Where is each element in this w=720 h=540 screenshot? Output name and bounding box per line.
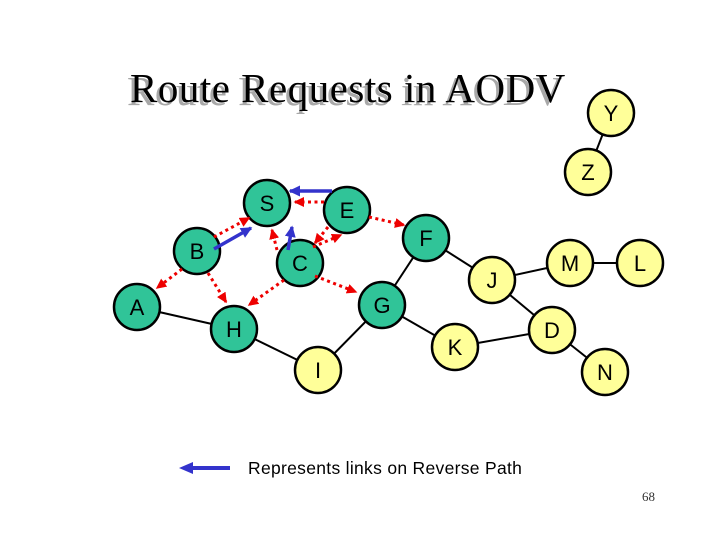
- node-G: G: [357, 280, 407, 330]
- node-label-C: C: [292, 251, 308, 276]
- node-I: I: [293, 345, 343, 395]
- node-circle-K: [430, 322, 480, 372]
- node-label-K: K: [448, 335, 463, 360]
- arrows-layer: [155, 185, 406, 307]
- rreq-arrow-C-E: [312, 233, 343, 249]
- rreq-arrow-B-A: [155, 267, 183, 290]
- node-N: N: [580, 347, 630, 397]
- page-number: 68: [642, 489, 655, 504]
- node-label-S: S: [260, 191, 275, 216]
- node-A: A: [112, 282, 162, 332]
- node-circle-H: [209, 304, 259, 354]
- node-circle-C: [275, 238, 325, 288]
- node-K: K: [430, 322, 480, 372]
- reverse-path-arrow-C-S: [284, 225, 296, 251]
- node-circle-F: [401, 213, 451, 263]
- node-label-H: H: [226, 317, 242, 342]
- node-circle-Y: [586, 88, 636, 138]
- node-B: B: [172, 226, 222, 276]
- node-C: C: [275, 238, 325, 288]
- node-L: L: [615, 238, 665, 288]
- rreq-arrow-C-G: [314, 274, 358, 294]
- node-circle-L: [615, 238, 665, 288]
- node-D: D: [527, 305, 577, 355]
- node-label-G: G: [373, 293, 390, 318]
- node-circle-D: [527, 305, 577, 355]
- legend: Represents links on Reverse Path: [178, 454, 522, 482]
- node-J: J: [467, 255, 517, 305]
- nodes-layer: S E B C F A G H Y Z M L J K D I N: [112, 88, 665, 397]
- node-Y: Y: [586, 88, 636, 138]
- node-circle-N: [580, 347, 630, 397]
- node-circle-E: [322, 185, 372, 235]
- node-E: E: [322, 185, 372, 235]
- node-S: S: [242, 178, 292, 228]
- node-circle-S: [242, 178, 292, 228]
- rreq-arrow-B-H: [206, 272, 228, 304]
- node-circle-B: [172, 226, 222, 276]
- rreq-arrow-B-S: [213, 216, 251, 239]
- node-F: F: [401, 213, 451, 263]
- rreq-arrow-C-H: [247, 278, 285, 307]
- node-circle-I: [293, 345, 343, 395]
- rreq-arrow-C-S: [269, 228, 280, 251]
- reverse-path-arrow-B-S: [213, 226, 253, 251]
- legend-arrow-head: [179, 462, 193, 474]
- node-Z: Z: [563, 147, 613, 197]
- node-circle-M: [545, 238, 595, 288]
- reverse-path-arrow-icon: [179, 462, 230, 474]
- node-label-Y: Y: [604, 101, 619, 126]
- node-circle-A: [112, 282, 162, 332]
- node-label-E: E: [340, 198, 355, 223]
- node-label-N: N: [597, 360, 613, 385]
- node-M: M: [545, 238, 595, 288]
- node-label-B: B: [190, 239, 205, 264]
- legend-label: Represents links on Reverse Path: [248, 457, 523, 478]
- node-label-J: J: [487, 268, 498, 293]
- node-label-D: D: [544, 318, 560, 343]
- node-H: H: [209, 304, 259, 354]
- node-label-M: M: [561, 251, 579, 276]
- node-label-F: F: [419, 226, 432, 251]
- node-circle-G: [357, 280, 407, 330]
- node-circle-J: [467, 255, 517, 305]
- node-label-A: A: [130, 295, 145, 320]
- node-label-I: I: [315, 358, 321, 383]
- node-label-L: L: [634, 251, 646, 276]
- node-label-Z: Z: [581, 160, 594, 185]
- rreq-arrow-E-F: [368, 215, 406, 228]
- node-circle-Z: [563, 147, 613, 197]
- slide-title: Route Requests in AODV: [130, 65, 566, 111]
